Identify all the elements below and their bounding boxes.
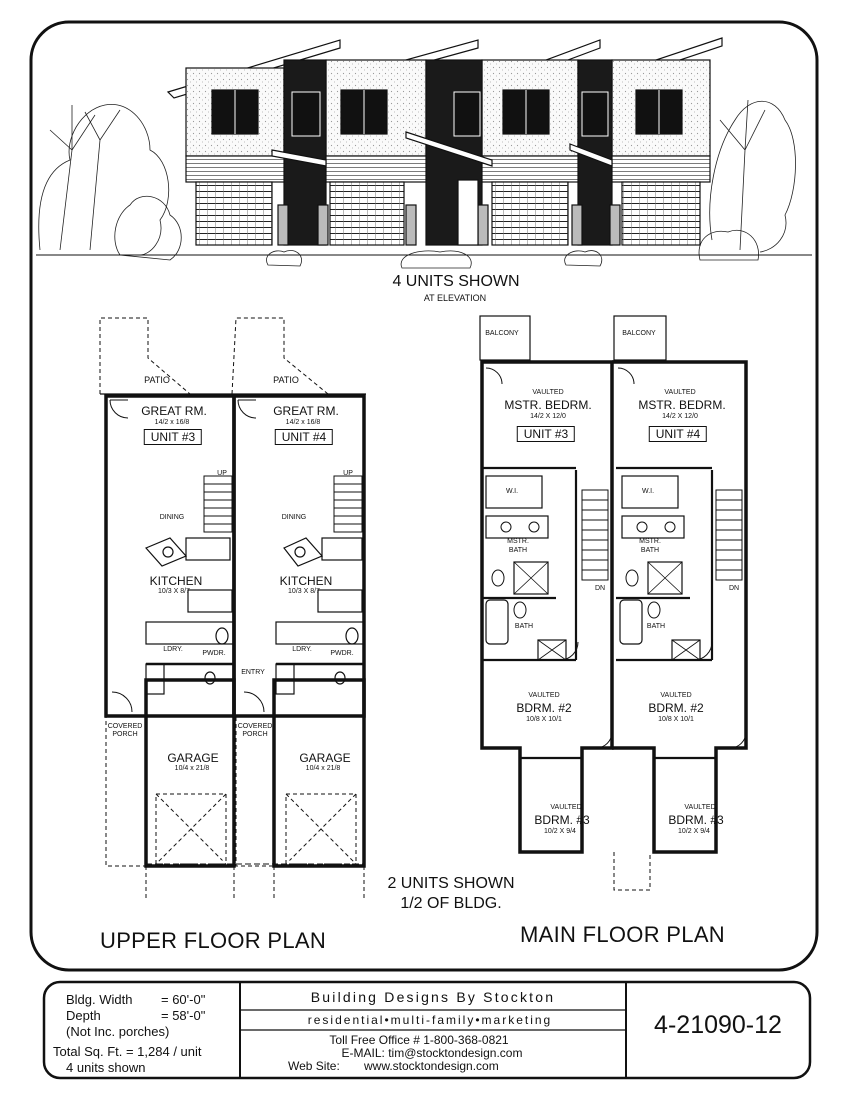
great-room-label: GREAT RM.: [273, 404, 339, 418]
unit-label: UNIT #3: [516, 426, 576, 442]
great-room-dim: 14/2 x 16/8: [154, 419, 190, 426]
balcony-label: BALCONY: [485, 330, 519, 337]
vaulted-label: VAULTED: [528, 692, 560, 699]
vaulted-label: VAULTED: [660, 692, 692, 699]
building-width-value: = 60'-0": [161, 992, 206, 1007]
entry-label: ENTRY: [241, 669, 265, 676]
master-bedroom-label: MSTR. BEDRM.: [504, 398, 592, 412]
kitchen-label: KITCHEN: [149, 574, 203, 588]
bedroom-2-dim: 10/8 X 10/1: [526, 716, 562, 723]
kitchen-dim: 10/3 X 8/7: [288, 588, 320, 595]
units-shown-note: 2 UNITS SHOWN: [387, 875, 515, 892]
units-shown: 4 units shown: [66, 1060, 146, 1075]
covered-porch-label-1: COVERED: [107, 723, 143, 730]
dining-label: DINING: [159, 514, 185, 521]
kitchen-label: KITCHEN: [279, 574, 333, 588]
covered-porch-label-1: COVERED: [237, 723, 273, 730]
kitchen-dim: 10/3 X 8/7: [158, 588, 190, 595]
great-room-label: GREAT RM.: [141, 404, 207, 418]
master-bedroom-dim: 14/2 X 12/0: [662, 413, 698, 420]
master-bedroom-dim: 14/2 X 12/0: [530, 413, 566, 420]
balcony-label: BALCONY: [622, 330, 656, 337]
upper-floor-plan: [99, 317, 366, 900]
plan-number: 4-21090-12: [654, 1011, 782, 1039]
powder-label: PWDR.: [202, 650, 226, 657]
front-elevation: [36, 37, 812, 269]
email-address: E-MAIL: tim@stocktondesign.com: [341, 1046, 523, 1060]
total-square-feet: Total Sq. Ft. = 1,284 / unit: [53, 1044, 202, 1059]
dining-label: DINING: [281, 514, 307, 521]
main-floor-plan-heading: MAIN FLOOR PLAN: [520, 922, 725, 947]
depth-label: Depth: [66, 1008, 101, 1023]
title-block: [42, 980, 812, 1080]
master-bath-label-2: BATH: [508, 547, 528, 554]
laundry-label: LDRY.: [292, 646, 312, 653]
bedroom-2-label: BDRM. #2: [648, 701, 704, 715]
elevation-title: 4 UNITS SHOWN: [392, 273, 520, 290]
website-link[interactable]: www.stocktondesign.com: [364, 1059, 499, 1073]
patio-label: PATIO: [144, 375, 170, 385]
half-building-note: 1/2 OF BLDG.: [400, 895, 502, 912]
upper-floor-plan-heading: UPPER FLOOR PLAN: [100, 928, 327, 953]
stair-up-label: UP: [343, 470, 353, 477]
porch-note: (Not Inc. porches): [66, 1024, 170, 1039]
master-bedroom-label: MSTR. BEDRM.: [638, 398, 726, 412]
vaulted-label: VAULTED: [532, 389, 564, 396]
phone-number: Toll Free Office # 1-800-368-0821: [329, 1033, 509, 1047]
master-bath-label-1: MSTR.: [507, 538, 529, 545]
unit-label: UNIT #4: [274, 429, 334, 445]
bedroom-2-label: BDRM. #2: [516, 701, 572, 715]
unit-label: UNIT #4: [648, 426, 708, 442]
garage-dim: 10/4 x 21/8: [174, 765, 210, 772]
covered-porch-label-2: PORCH: [242, 731, 268, 738]
bedroom-3-dim: 10/2 X 9/4: [678, 828, 710, 835]
powder-label: PWDR.: [330, 650, 354, 657]
company-tagline: residential•multi-family•marketing: [307, 1013, 553, 1027]
stair-down-label: DN: [728, 585, 740, 592]
garage-label: GARAGE: [167, 751, 219, 765]
patio-label: PATIO: [273, 375, 299, 385]
master-bath-label-1: MSTR.: [639, 538, 661, 545]
bedroom-2-dim: 10/8 X 10/1: [658, 716, 694, 723]
unit-label: UNIT #3: [143, 429, 203, 445]
covered-porch-label-2: PORCH: [112, 731, 138, 738]
vaulted-label: VAULTED: [664, 389, 696, 396]
stair-up-label: UP: [217, 470, 227, 477]
vaulted-label: VAULTED: [684, 804, 716, 811]
building-width-label: Bldg. Width: [66, 992, 133, 1007]
tree-right: [698, 99, 796, 261]
bedroom-3-dim: 10/2 X 9/4: [544, 828, 576, 835]
main-floor-plan: [479, 315, 748, 891]
elevation-subtitle: AT ELEVATION: [423, 293, 487, 303]
tree-left: [38, 103, 182, 261]
bath-label: BATH: [646, 623, 666, 630]
depth-value: = 58'-0": [161, 1008, 206, 1023]
garage-label: GARAGE: [299, 751, 351, 765]
garage-dim: 10/4 x 21/8: [305, 765, 341, 772]
bedroom-3-label: BDRM. #3: [668, 813, 724, 827]
master-bath-label-2: BATH: [640, 547, 660, 554]
bedroom-3-label: BDRM. #3: [534, 813, 590, 827]
laundry-label: LDRY.: [163, 646, 183, 653]
vaulted-label: VAULTED: [550, 804, 582, 811]
great-room-dim: 14/2 x 16/8: [285, 419, 321, 426]
walk-in-closet-label: W.I.: [505, 488, 519, 495]
company-name: Building Designs By Stockton: [310, 989, 556, 1005]
sheet-border: [29, 20, 819, 972]
walk-in-closet-label: W.I.: [641, 488, 655, 495]
website-label: Web Site:: [288, 1059, 340, 1073]
bath-label: BATH: [514, 623, 534, 630]
stair-down-label: DN: [594, 585, 606, 592]
